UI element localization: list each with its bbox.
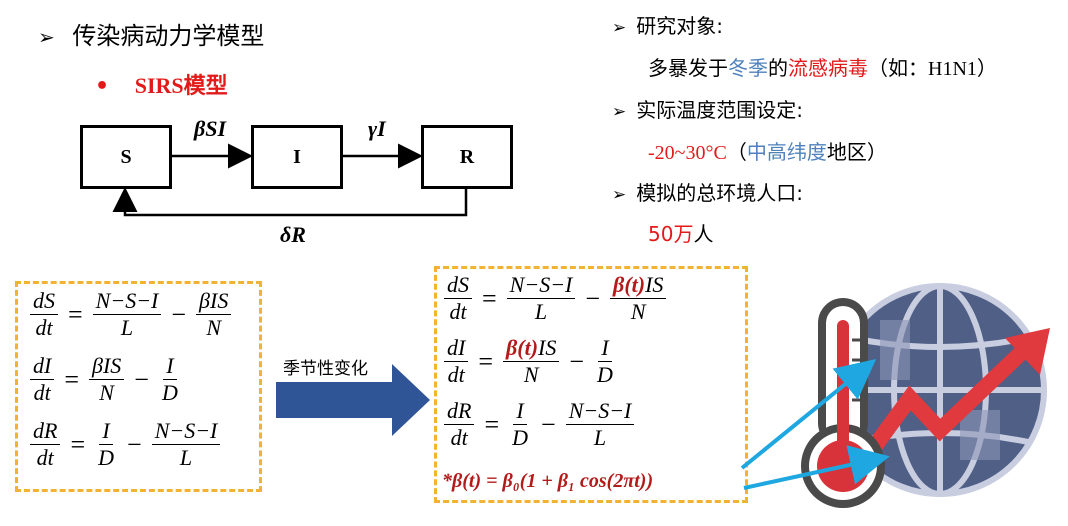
equations-box-original bbox=[15, 281, 262, 492]
node-s: S bbox=[80, 125, 172, 189]
equations-box-seasonal bbox=[434, 266, 748, 503]
pointer-arrows bbox=[740, 358, 890, 490]
page-title: 传染病动力学模型 bbox=[72, 22, 265, 50]
edge-label-delta: δR bbox=[280, 222, 306, 247]
heading-line: ➢ 传染病动力学模型 bbox=[38, 16, 264, 51]
arrow-bullet-icon: ➢ bbox=[612, 185, 627, 205]
info-label: 研究对象: bbox=[636, 14, 723, 38]
info-item-1: ➢ 研究对象: bbox=[612, 10, 723, 39]
info-item-2: ➢ 实际温度范围设定: bbox=[612, 94, 803, 123]
diagram-arrows bbox=[112, 143, 468, 217]
pointer-arrow-to-thermometer-top bbox=[740, 358, 877, 470]
arrow-bullet-icon: ➢ bbox=[38, 25, 55, 49]
arrow-bullet-icon: ➢ bbox=[612, 18, 627, 38]
edge-label-beta: βSI bbox=[194, 116, 227, 141]
dot-bullet-icon: • bbox=[95, 74, 110, 99]
info-value-3: 50万人 bbox=[648, 222, 714, 246]
pointer-arrow-to-thermometer-bulb bbox=[743, 445, 890, 490]
info-item-3: ➢ 模拟的总环境人口: bbox=[612, 177, 803, 206]
trend-arrow-icon bbox=[865, 328, 1050, 455]
info-value-2: -20~30°C（中高纬度地区） bbox=[648, 140, 887, 164]
arrow-label: 季节性变化 bbox=[283, 359, 368, 379]
edge-r-to-s bbox=[112, 187, 468, 217]
subheading-line: • SIRS模型 bbox=[95, 68, 228, 100]
info-label: 模拟的总环境人口: bbox=[636, 181, 803, 205]
arrow-bullet-icon: ➢ bbox=[612, 102, 627, 122]
edge-label-gamma: γI bbox=[368, 116, 386, 141]
info-value-1: 多暴发于冬季的流感病毒（如：H1N1） bbox=[648, 56, 997, 80]
beta-definition: *β(t) = β₀(1 + β₁ cos(2πt)) bbox=[442, 470, 654, 492]
seasonal-change-arrow-icon bbox=[276, 364, 430, 436]
info-label: 实际温度范围设定: bbox=[636, 98, 803, 122]
model-name: SIRS模型 bbox=[134, 73, 228, 98]
